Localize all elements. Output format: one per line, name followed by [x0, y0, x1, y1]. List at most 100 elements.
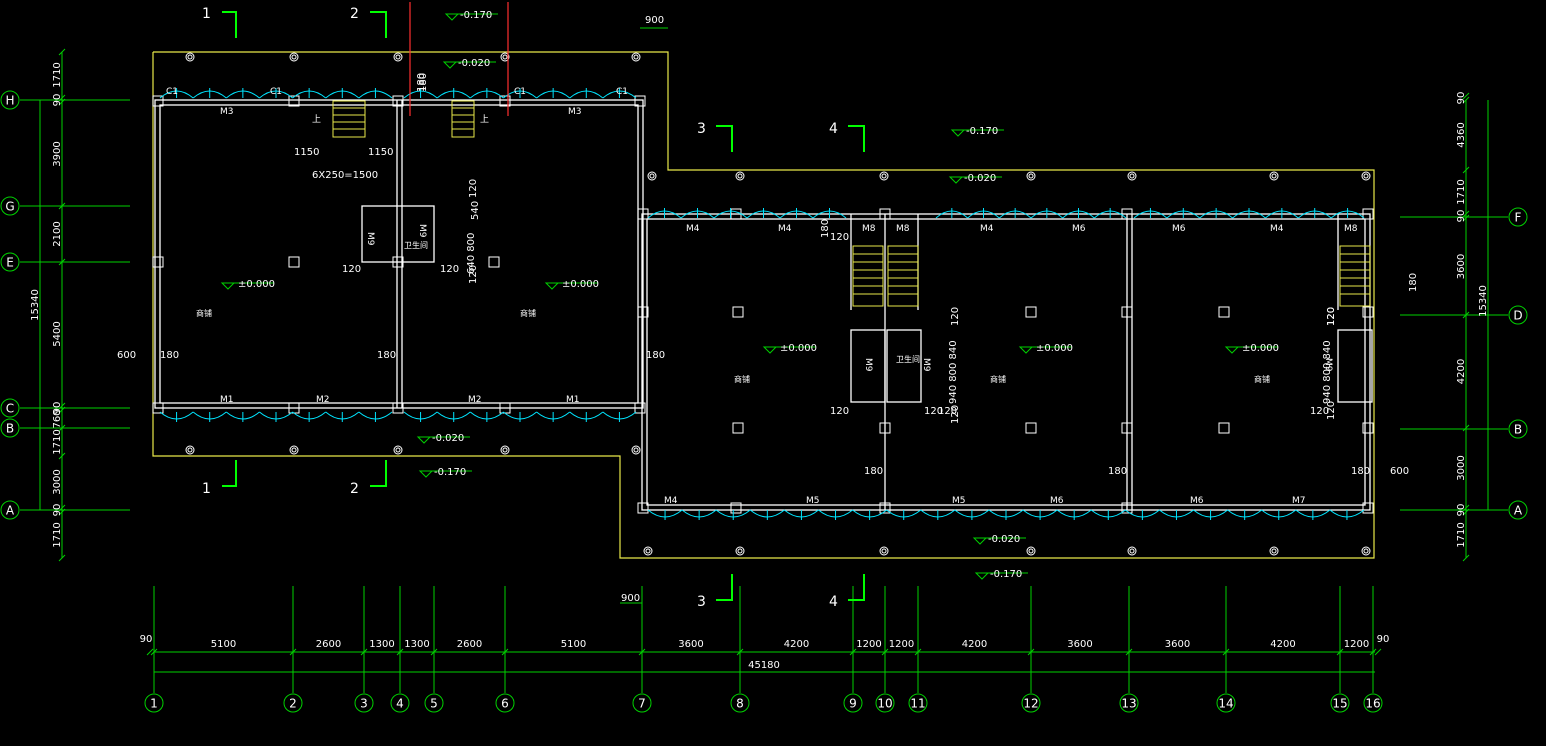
room-labels: 商铺 商铺 商铺 商铺 商铺 卫生间 卫生间 [196, 240, 1270, 384]
dim-540: 540 [470, 201, 481, 220]
wall-right-block-inner [646, 218, 1366, 506]
dim-right-seg: 90 [1456, 92, 1467, 105]
column-circle-inner [1271, 173, 1277, 179]
dim-left-seg: 90 [52, 94, 63, 107]
dim-right-seg: 90 [1456, 210, 1467, 223]
column-circle [647, 171, 657, 181]
level-right-m0020: -0.020 [964, 173, 996, 184]
walls [154, 99, 1373, 511]
grid-bubble-left-H-circle [0, 90, 20, 110]
dim-left-seg: 1710 [52, 429, 63, 454]
wall-left-block-inner [159, 104, 639, 404]
column-circle-inner [1129, 548, 1135, 554]
label-m9-e: M9 [1323, 358, 1333, 372]
stair-left-b [451, 100, 475, 138]
stair-mid-a [852, 245, 884, 307]
dim-left-seg: 2100 [52, 221, 63, 246]
section-4-top: 4 [829, 121, 838, 137]
grid-bubble-3-circle [354, 693, 374, 713]
dim-left-seg: 1710 [52, 522, 63, 547]
column-circle-inner [187, 54, 193, 60]
level-triangle [416, 436, 432, 444]
column [1362, 208, 1374, 220]
column-circle-inner [395, 447, 401, 453]
label-m4-c: M4 [980, 224, 994, 234]
dim-bottom-seg: 5100 [211, 639, 236, 650]
level-floor-a: ±0.000 [238, 279, 275, 290]
column [634, 402, 646, 414]
grid-bubble-11-circle [908, 693, 928, 713]
label-m8-a: M8 [862, 224, 876, 234]
label-m2-a: M2 [316, 395, 330, 405]
grid-bubble-left-G: G [5, 200, 14, 214]
column-circle-inner [502, 447, 508, 453]
dim-left-seg: 760 [52, 409, 63, 428]
section-markers [222, 11, 865, 601]
dim-tick [1462, 214, 1470, 222]
grid-bubble-left-H: H [5, 94, 14, 108]
column [1025, 422, 1037, 434]
label-c1-d: C1 [616, 87, 628, 97]
level-triangle [974, 572, 990, 580]
grid-bubble-9-circle [843, 693, 863, 713]
column-circle-inner [649, 173, 655, 179]
wc-mid-b [886, 329, 922, 403]
dim-stair-formula: 6X250=1500 [312, 170, 378, 181]
dim-right-seg: 1710 [1456, 179, 1467, 204]
column-circle [735, 171, 745, 181]
grid-bubble-1-circle [144, 693, 164, 713]
grid-bubble-left-C: C [6, 402, 14, 416]
column [1121, 306, 1133, 318]
label-c1-b: C1 [270, 87, 282, 97]
level-triangle [444, 13, 460, 21]
dim-180-f: 180 [1351, 466, 1370, 477]
dim-left-seg: 1710 [52, 62, 63, 87]
label-m9-b: M9 [417, 224, 427, 238]
label-m1-a: M1 [220, 395, 234, 405]
column [1362, 502, 1374, 514]
grid-bubble-2: 2 [289, 697, 297, 711]
column-circle [185, 52, 195, 62]
misc-dimension-labels: 900 900 600 600 180 180 180 180 180 180 … [117, 15, 1419, 604]
grid-bubble-12: 12 [1023, 697, 1038, 711]
grid-bubble-8-circle [730, 693, 750, 713]
dim-tick [1462, 424, 1470, 432]
grid-bubble-right-D: D [1513, 309, 1522, 323]
dim-left-600: 600 [117, 350, 136, 361]
dim-bottom-seg: 90 [1377, 634, 1390, 645]
level-left-bot-m0020: -0.020 [432, 433, 464, 444]
grid-bubble-right-B: B [1514, 423, 1522, 437]
dim-640-800: 640 800 [466, 233, 477, 274]
dim-right-seg: 1710 [1456, 522, 1467, 547]
grid-bubble-4-circle [390, 693, 410, 713]
grid-bubble-11: 11 [910, 697, 925, 711]
label-m8-b: M8 [896, 224, 910, 234]
column-circle [1026, 171, 1036, 181]
level-triangle [442, 61, 458, 69]
dim-180-i: 180 [1408, 273, 1419, 292]
column-circle [1026, 546, 1036, 556]
grid-bubble-14-circle [1216, 693, 1236, 713]
column-circle-inner [502, 54, 508, 60]
column [1121, 502, 1133, 514]
column-circle-inner [1363, 173, 1369, 179]
column [879, 422, 891, 434]
room-shop-d: 商铺 [990, 374, 1006, 384]
grid-bubble-10: 10 [877, 697, 892, 711]
column [152, 95, 164, 107]
column [152, 256, 164, 268]
level-triangle [950, 129, 966, 137]
dim-tick [1462, 96, 1470, 104]
column [288, 256, 300, 268]
dim-120-i: 120 [1326, 307, 1337, 326]
dim-bottom-900: 900 [621, 593, 640, 604]
grid-bubble-6-circle [495, 693, 515, 713]
label-m9-a: M9 [365, 232, 375, 246]
dim-120-top-b: 120 [1326, 307, 1337, 326]
column-circle [1361, 171, 1371, 181]
dim-tick [1462, 166, 1470, 174]
outline-left-block [152, 51, 1375, 559]
wall-right-block [641, 213, 1371, 511]
dim-940-800-840-a: 940 800 840 [948, 340, 959, 404]
